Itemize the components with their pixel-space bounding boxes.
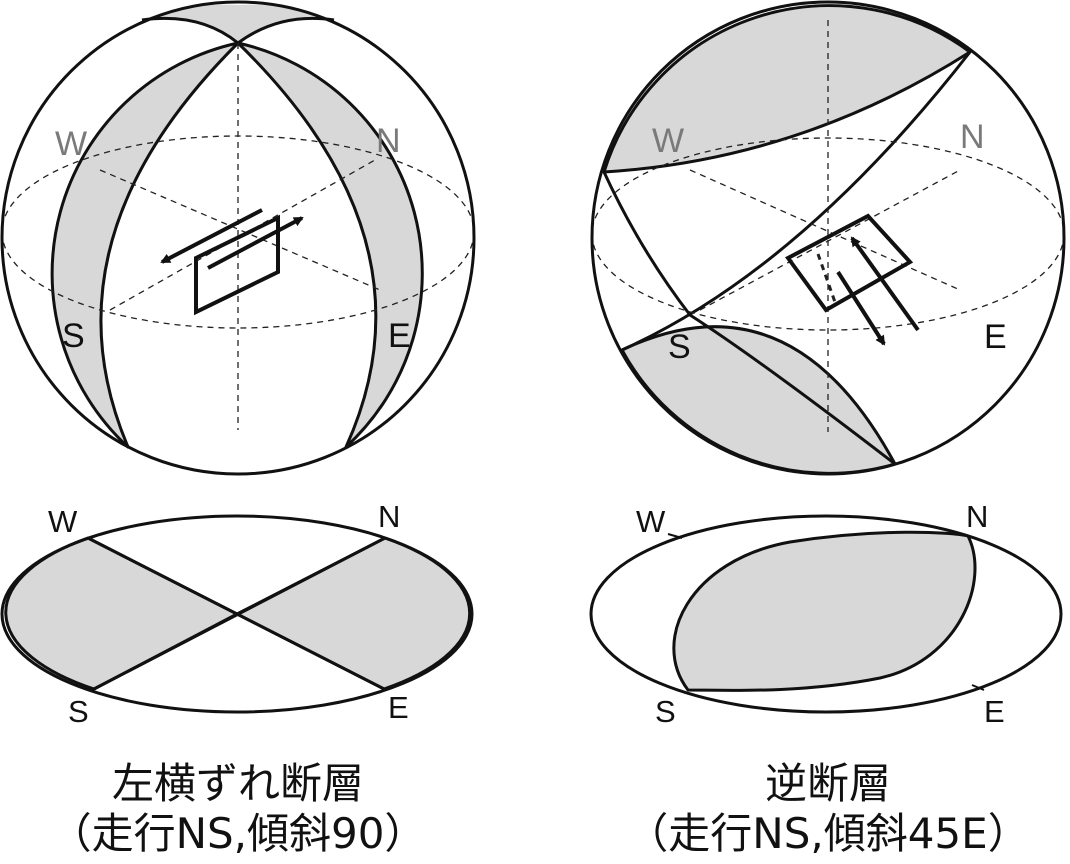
right-sphere: W N S E — [590, 0, 1066, 476]
right-beachball-tick-w — [667, 533, 683, 539]
left-beachball-nodal-line-2 — [93, 536, 386, 691]
right-beachball-label-n: N — [966, 499, 988, 534]
right-fault-plane — [785, 213, 914, 313]
right-sphere-label-n: N — [960, 118, 985, 156]
right-caption-subtitle: （走行NS,傾斜45E） — [626, 809, 1029, 858]
left-sphere-label-e: E — [388, 317, 411, 355]
right-sphere-axis-we — [699, 169, 961, 311]
right-beachball-shaded-region — [672, 530, 977, 692]
left-sphere-label-w: W — [55, 125, 87, 163]
right-sphere-nodal-line-1 — [602, 171, 896, 466]
left-sphere-axis-we — [109, 159, 376, 311]
left-beachball-label-w: W — [48, 504, 78, 539]
left-beachball-label-s: S — [68, 694, 89, 729]
right-sphere-axis-ns — [689, 169, 961, 291]
right-sphere-shaded-upper — [602, 4, 972, 174]
left-caption-title: 左横ずれ断層 — [112, 759, 364, 808]
right-sphere-label-s: S — [668, 328, 691, 366]
right-sphere-label-e: E — [984, 318, 1007, 356]
left-sphere-shaded-cap-northeast — [238, 4, 334, 43]
left-beachball: W N S E — [0, 499, 474, 729]
left-sphere-shaded-lune-west — [50, 41, 240, 449]
right-sphere-label-w: W — [652, 122, 684, 160]
right-beachball-label-e: E — [984, 694, 1005, 729]
left-sphere-label-s: S — [62, 317, 85, 355]
right-beachball-tick-e — [971, 684, 985, 691]
left-sphere-label-n: N — [376, 122, 401, 160]
right-sphere-shaded-lower — [620, 325, 897, 475]
left-beachball-label-e: E — [388, 690, 409, 725]
left-sphere-axis-ns — [99, 169, 381, 291]
left-sphere-shaded-cap-northwest — [142, 4, 238, 43]
right-fault-dashed-line — [816, 253, 838, 306]
left-beachball-label-n: N — [378, 499, 400, 534]
right-beachball-label-s: S — [655, 694, 676, 729]
right-sphere-nodal-line-2 — [621, 51, 972, 352]
right-slip-arrow-up — [850, 236, 920, 332]
right-sphere-outline — [590, 0, 1066, 476]
left-slip-arrow-east — [207, 216, 304, 270]
left-fault-plane — [194, 214, 280, 316]
right-beachball-label-w: W — [636, 504, 666, 539]
left-slip-arrow-west — [160, 208, 263, 264]
left-beachball-outline — [0, 514, 474, 714]
right-beachball-outline — [589, 514, 1063, 714]
left-sphere-shaded-lune-east — [236, 41, 424, 449]
right-caption-title: 逆断層 — [765, 759, 891, 808]
left-caption-subtitle: （走行NS,傾斜90） — [50, 809, 427, 858]
left-beachball-nodal-line-1 — [87, 536, 385, 691]
right-slip-arrow-down — [836, 270, 886, 346]
right-beachball: W N S E — [589, 499, 1063, 729]
left-sphere: W N S E — [0, 0, 476, 476]
left-sphere-outline — [0, 0, 476, 476]
